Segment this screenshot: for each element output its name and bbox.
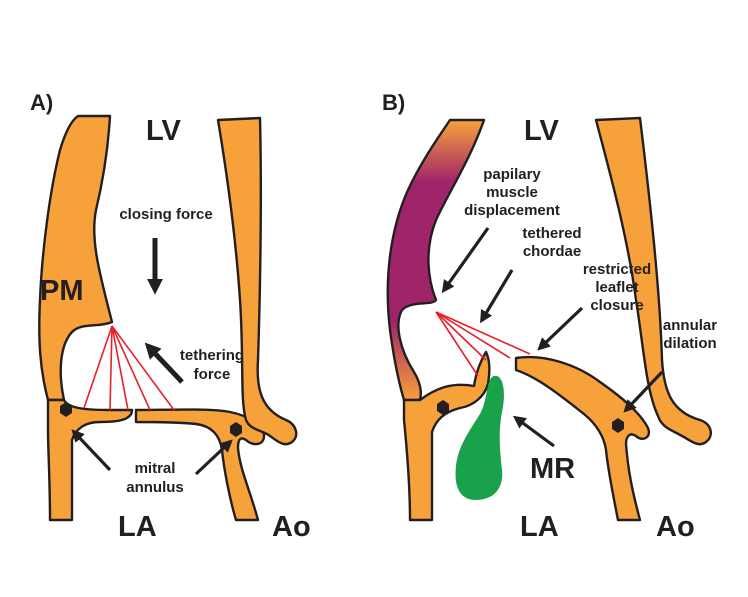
panel-b-leaflet-label: leaflet bbox=[595, 279, 638, 296]
panel-a-la-label: LA bbox=[118, 511, 157, 543]
panel-b-mr-arrow bbox=[512, 415, 555, 448]
panel-a: A) LV PM LA Ao closing force tethering bbox=[30, 90, 311, 543]
panel-a-tethering-force-arrow bbox=[144, 342, 184, 384]
panel-b-dilation-label: dilation bbox=[663, 335, 716, 352]
panel-b-annular-arrow bbox=[623, 370, 664, 413]
panel-b-annulus-hex-right bbox=[612, 418, 624, 433]
panel-a-aortic-wall bbox=[216, 116, 298, 446]
panel-b-closure-label: closure bbox=[590, 297, 643, 314]
panel-b-chordae bbox=[435, 311, 531, 377]
panel-a-annulus-hex-left bbox=[60, 402, 72, 417]
panel-a-left-ventricular-wall bbox=[38, 114, 114, 402]
panel-a-annulus-arrow-right bbox=[194, 439, 233, 476]
panel-b-tethered-label: tethered bbox=[522, 225, 581, 242]
panel-a-tag: A) bbox=[30, 90, 53, 115]
panel-a-lv-label: LV bbox=[146, 115, 182, 147]
panel-b-papilary-label: papilary bbox=[483, 166, 541, 183]
panel-a-mitral-label: mitral bbox=[135, 460, 176, 477]
panel-b: B) LV LA Ao MR papilary muscle bbox=[382, 90, 717, 543]
panel-b-chordae-arrow bbox=[480, 269, 514, 324]
panel-b-aortic-wall bbox=[594, 116, 712, 446]
panel-a-right-annulus bbox=[134, 408, 266, 522]
panel-b-annulus-hex-left bbox=[437, 400, 449, 415]
panel-b-ao-label: Ao bbox=[656, 511, 695, 543]
panel-b-regurgitation-jet bbox=[455, 375, 504, 500]
panel-b-chordae-label: chordae bbox=[523, 243, 581, 260]
panel-b-mr-label: MR bbox=[530, 453, 575, 485]
panel-a-ao-label: Ao bbox=[272, 511, 311, 543]
panel-b-right-annulus bbox=[514, 356, 651, 522]
panel-a-annulus-hex-right bbox=[230, 422, 242, 437]
panel-a-chordae bbox=[83, 325, 175, 411]
panel-a-annulus-label: annulus bbox=[126, 479, 184, 496]
panel-b-left-ventricular-wall bbox=[386, 118, 486, 402]
panel-b-muscle-label: muscle bbox=[486, 184, 538, 201]
panel-a-force-label: force bbox=[194, 366, 231, 383]
panel-a-annulus-arrow-left bbox=[71, 429, 112, 472]
panel-a-left-annulus bbox=[46, 398, 134, 522]
panel-a-tethering-label: tethering bbox=[180, 347, 244, 364]
panel-b-tag: B) bbox=[382, 90, 405, 115]
panel-b-displacement-label: displacement bbox=[464, 202, 560, 219]
panel-b-annular-label: annular bbox=[663, 317, 717, 334]
panel-b-la-label: LA bbox=[520, 511, 559, 543]
panel-b-restricted-arrow bbox=[537, 306, 584, 351]
panel-a-pm-label: PM bbox=[40, 275, 84, 307]
panel-b-left-annulus bbox=[402, 350, 491, 522]
panel-a-closing-force-label: closing force bbox=[119, 206, 212, 223]
panel-b-restricted-label: restricted bbox=[583, 261, 651, 278]
panel-b-papillary-arrow bbox=[441, 227, 490, 294]
panel-b-lv-label: LV bbox=[524, 115, 560, 147]
